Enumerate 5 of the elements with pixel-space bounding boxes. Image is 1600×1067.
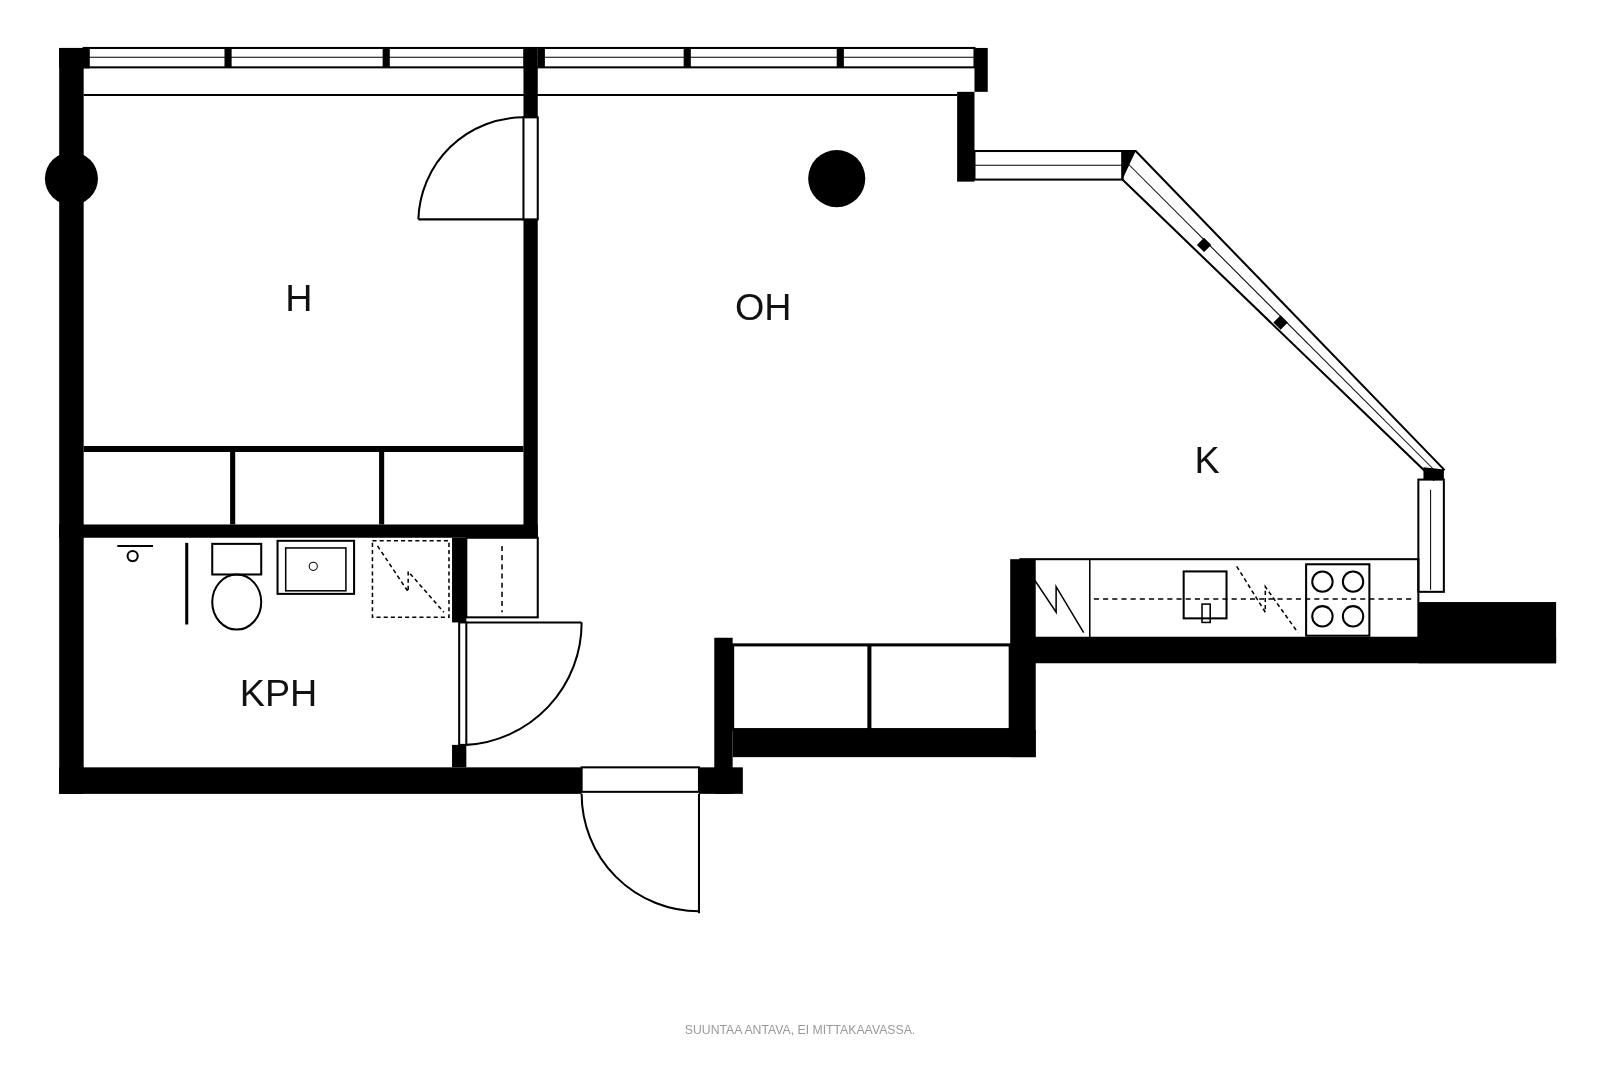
room-label: K xyxy=(1194,439,1220,483)
room-label: H xyxy=(285,277,313,321)
room-label: KPH xyxy=(239,672,318,716)
caption: SUUNTAA ANTAVA, EI MITTAKAAVASSA. xyxy=(684,1022,916,1037)
room-label: OH xyxy=(734,286,792,330)
